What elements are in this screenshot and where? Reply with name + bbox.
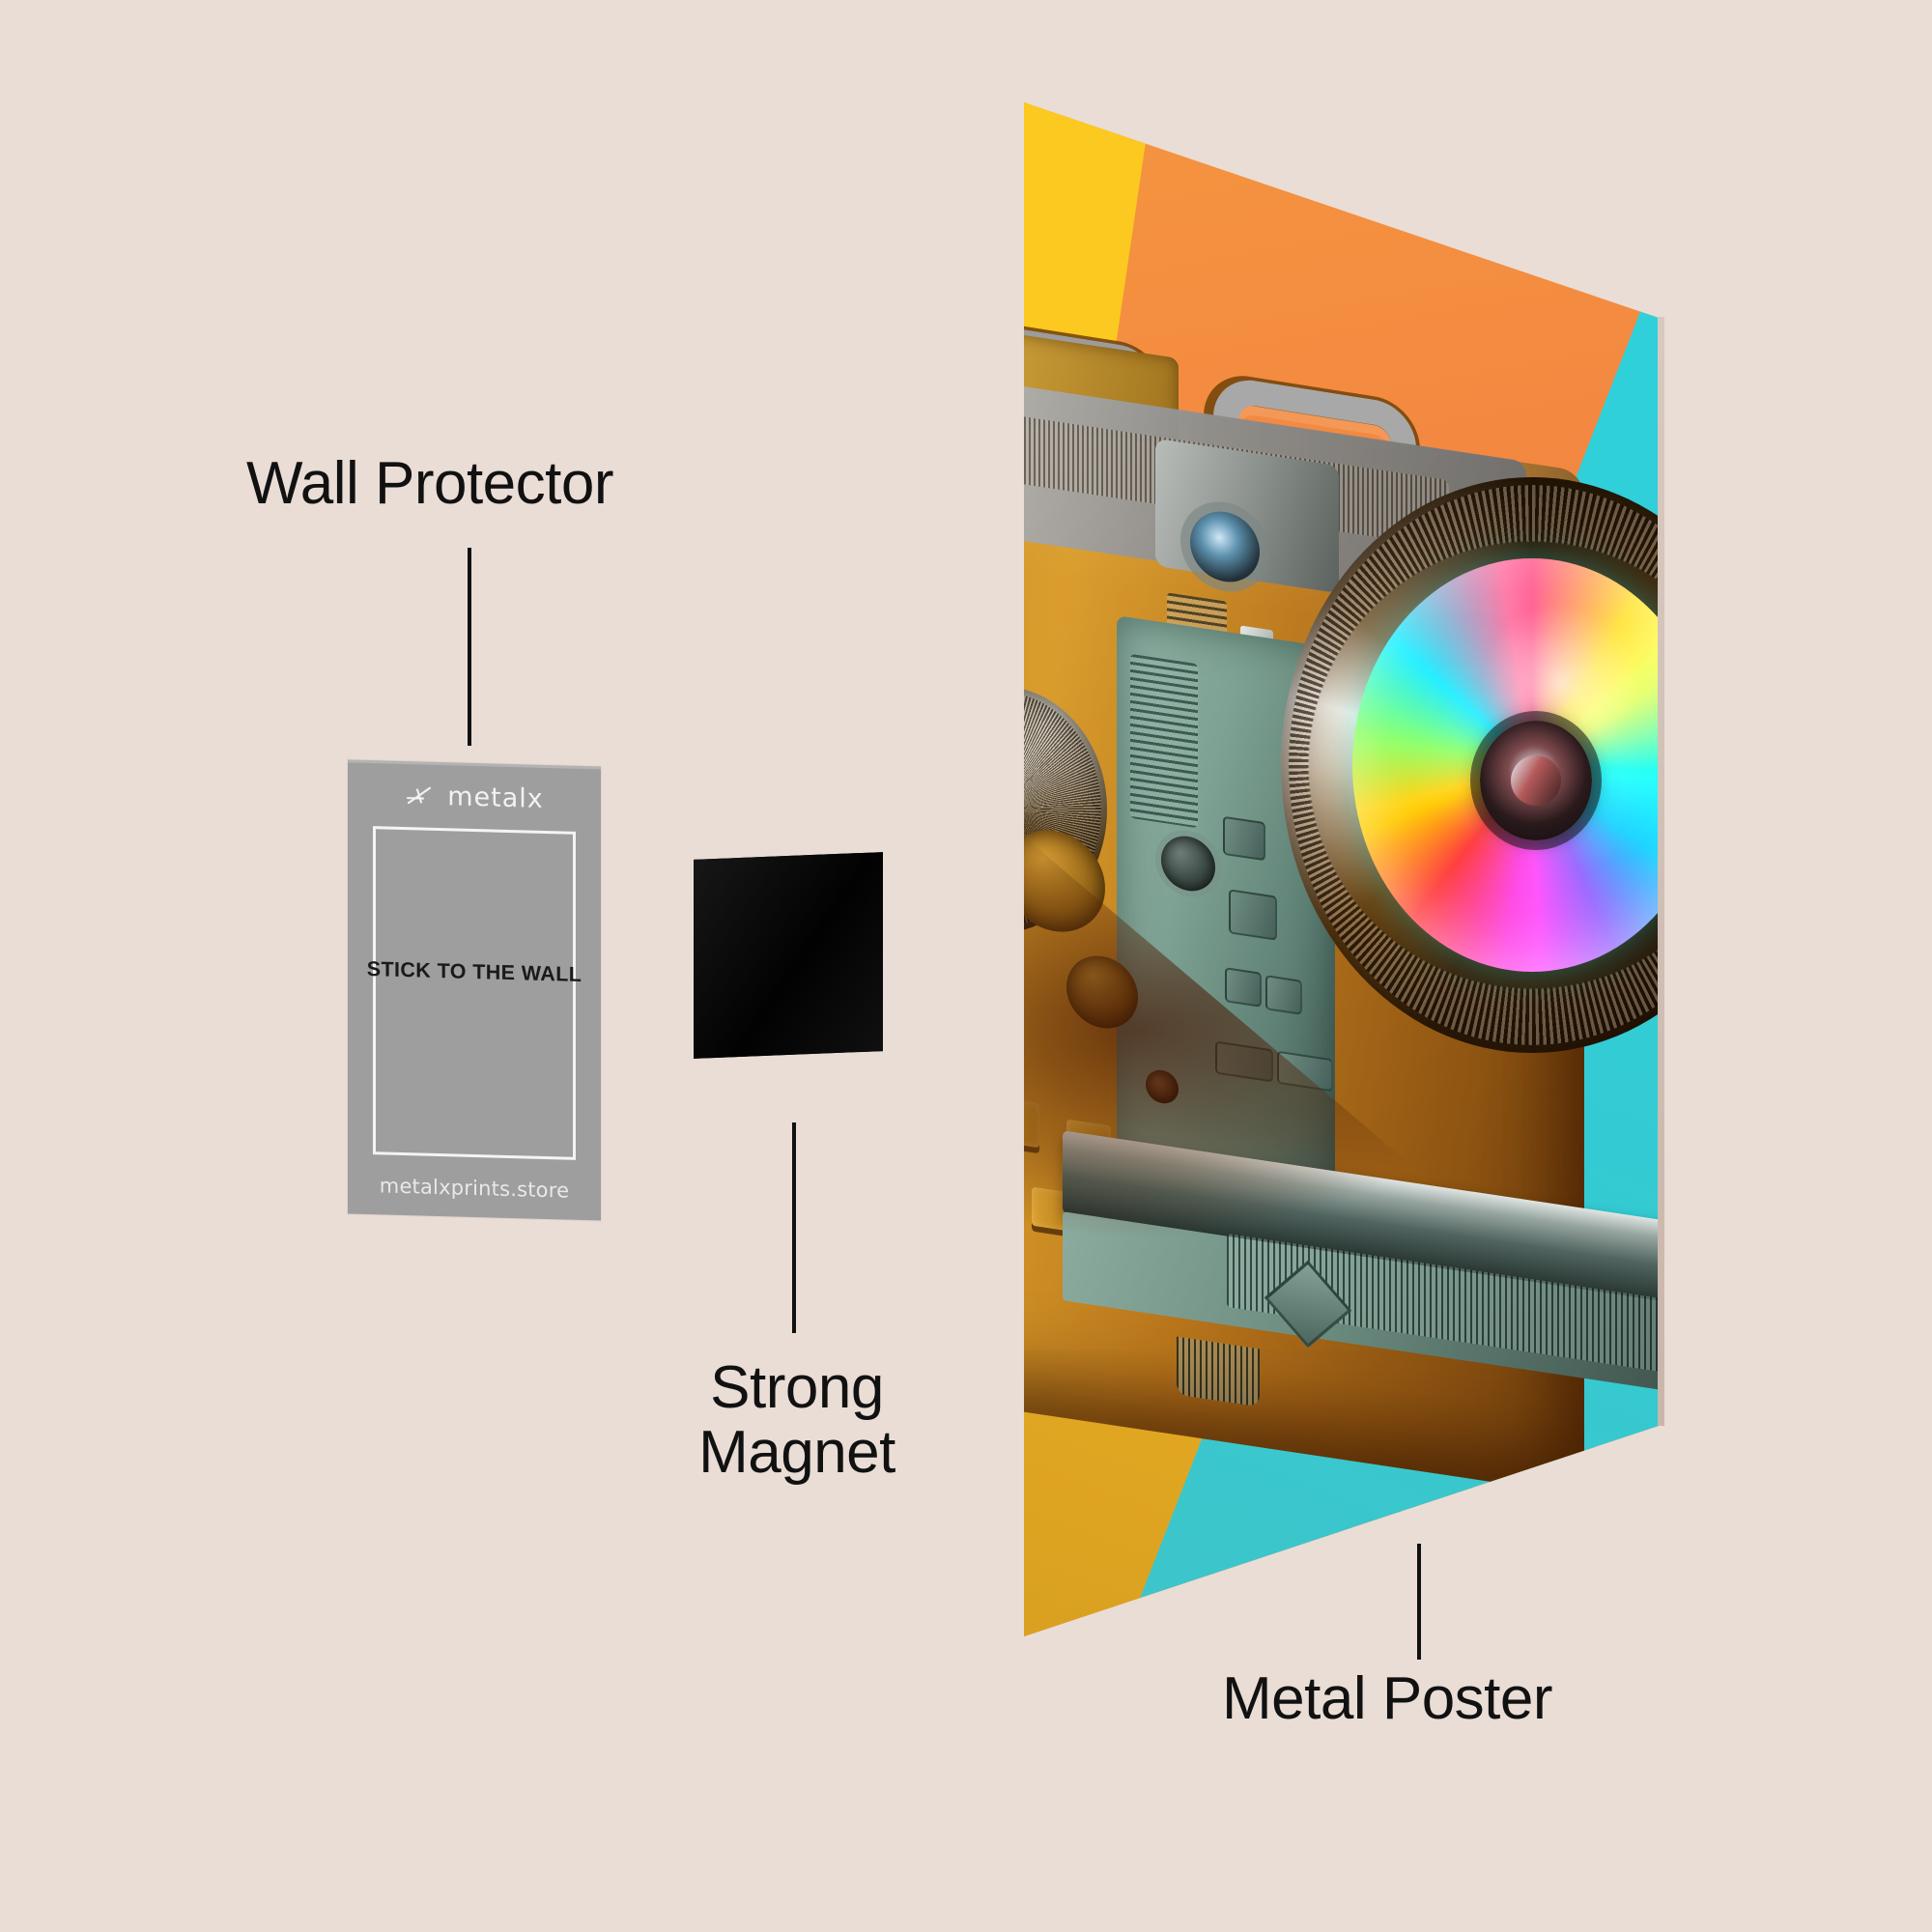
metal-poster-artwork (1024, 102, 1662, 1636)
strong-magnet-square (694, 852, 883, 1059)
callout-label-wall-protector: Wall Protector (246, 450, 614, 517)
callout-label-strong-magnet: Strong Magnet (698, 1354, 895, 1486)
boombox-panel-button-2 (1229, 889, 1277, 941)
wall-protector-card: metalx STICK TO THE WALL metalxprints.st… (348, 759, 601, 1221)
metalx-cross-icon (407, 786, 432, 804)
wall-protector-card-inner: metalx STICK TO THE WALL metalxprints.st… (348, 759, 601, 1220)
boombox-panel-button-3 (1225, 967, 1262, 1008)
leader-line-strong-magnet (792, 1122, 796, 1333)
boombox-speaker-primary (1281, 477, 1662, 1053)
boombox-panel-vent-slots (1130, 653, 1198, 829)
callout-label-metal-poster: Metal Poster (1222, 1665, 1553, 1732)
boombox-panel-button-1 (1223, 815, 1265, 862)
metal-poster-right-edge (1658, 317, 1664, 1426)
brand-logo-row: metalx (348, 779, 601, 815)
wall-protector-inner-frame (373, 826, 576, 1160)
leader-line-metal-poster (1417, 1544, 1421, 1660)
wall-protector-store-url: metalxprints.store (379, 1174, 570, 1203)
metal-poster-panel (1024, 102, 1662, 1636)
leader-line-wall-protector (468, 548, 471, 746)
boombox-speaker-cone (1511, 755, 1561, 806)
brand-logo-text: metalx (447, 781, 544, 814)
